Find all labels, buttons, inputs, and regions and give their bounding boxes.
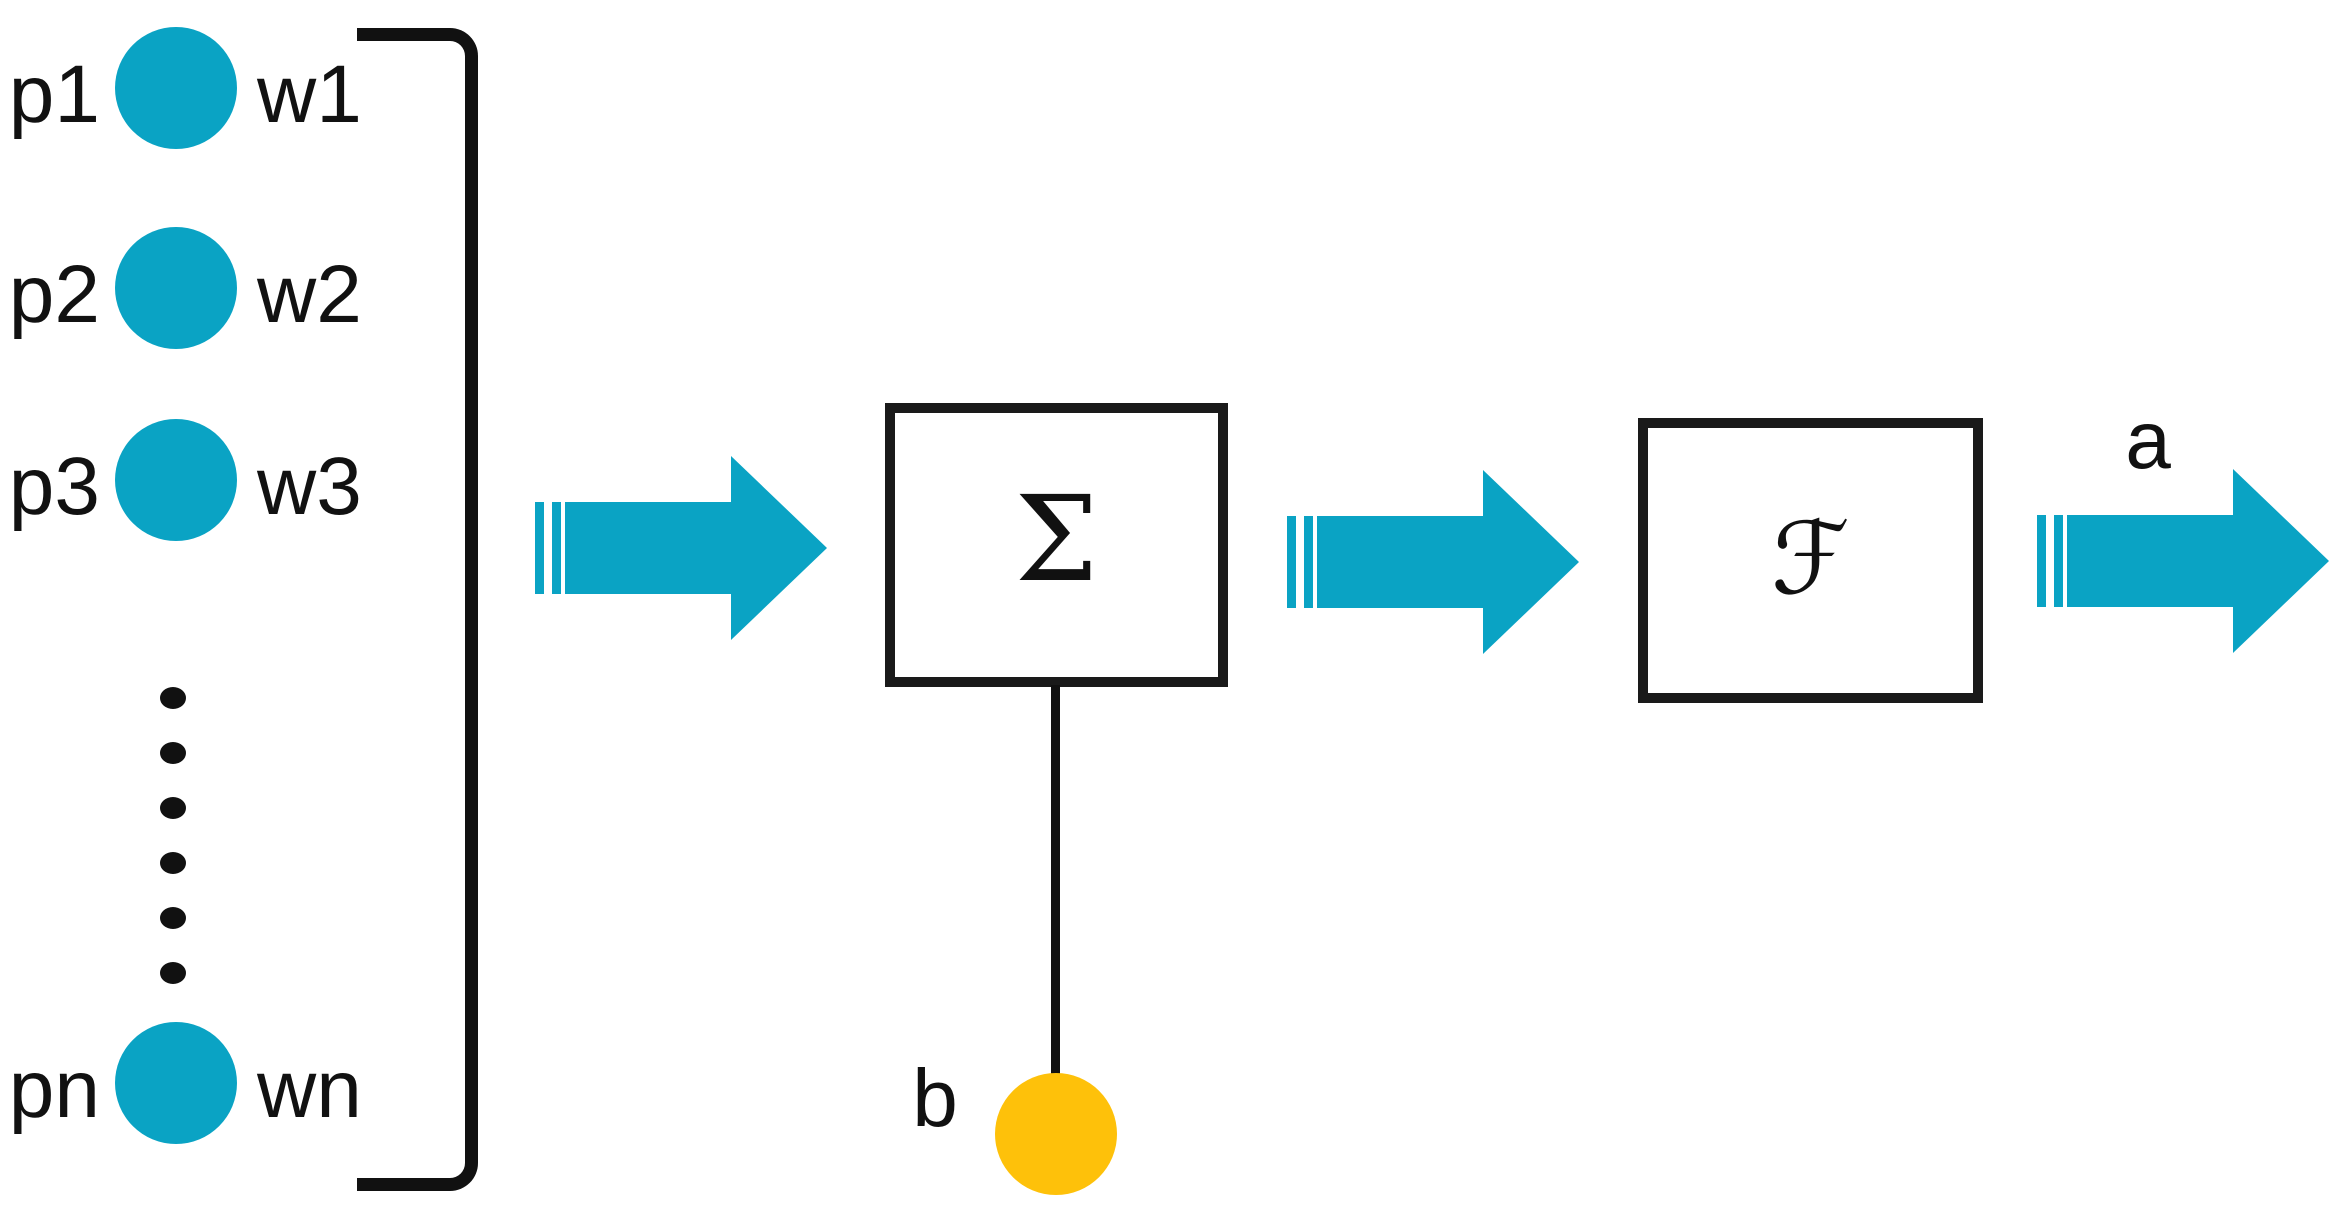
flow-arrow-icon <box>1287 470 1579 654</box>
ellipsis-dot-icon <box>160 687 186 709</box>
input-label: p1 <box>8 49 100 140</box>
input-label: pn <box>8 1044 100 1135</box>
ellipsis-dot-icon <box>160 907 186 929</box>
input-row: p2 w2 <box>0 227 362 349</box>
input-label: p2 <box>8 249 100 340</box>
transfer-function-box: ℱ <box>1638 418 1983 703</box>
weight-label: w1 <box>257 49 362 140</box>
weight-label: w2 <box>257 249 362 340</box>
bias-label: b <box>912 1053 958 1144</box>
ellipsis-dot-icon <box>160 962 186 984</box>
input-row: pn wn <box>0 1022 362 1144</box>
output-label: a <box>2125 395 2171 486</box>
bracket-icon <box>357 28 478 1191</box>
input-node-icon <box>115 227 237 349</box>
sigma-symbol: Σ <box>1014 470 1099 608</box>
bias-node-icon <box>995 1073 1117 1195</box>
ellipsis-dot-icon <box>160 742 186 764</box>
weight-label: wn <box>257 1044 362 1135</box>
ellipsis-dot-icon <box>160 797 186 819</box>
input-node-icon <box>115 27 237 149</box>
input-row: p3 w3 <box>0 419 362 541</box>
flow-arrow-icon <box>535 456 827 640</box>
input-row: p1 w1 <box>0 27 362 149</box>
summation-box: Σ <box>885 403 1228 687</box>
transfer-function-symbol: ℱ <box>1771 499 1850 617</box>
weight-label: w3 <box>257 441 362 532</box>
ellipsis <box>160 687 186 984</box>
flow-arrow-icon <box>2037 469 2329 653</box>
input-label: p3 <box>8 441 100 532</box>
input-node-icon <box>115 1022 237 1144</box>
ellipsis-dot-icon <box>160 852 186 874</box>
bias-connector-line <box>1051 685 1060 1077</box>
input-node-icon <box>115 419 237 541</box>
